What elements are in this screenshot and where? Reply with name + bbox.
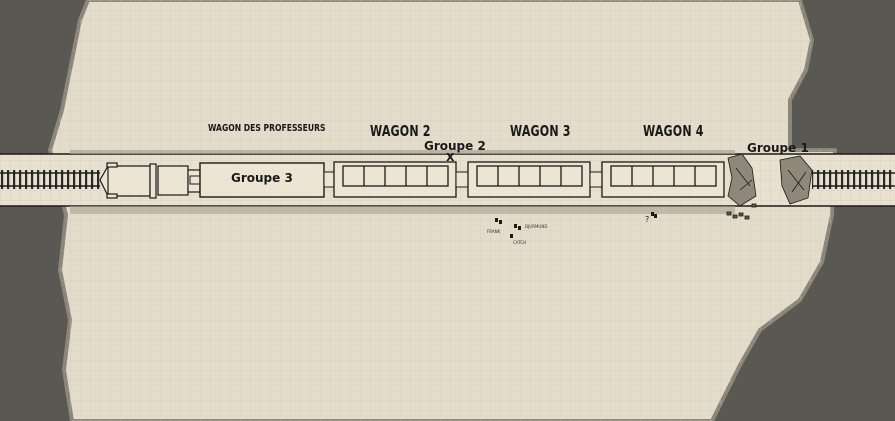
character-tokens[interactable] xyxy=(495,212,657,238)
rail-track-right xyxy=(812,170,895,189)
unknown-marker: ? xyxy=(645,215,650,224)
wagon-4[interactable] xyxy=(601,161,725,198)
rail-track-left xyxy=(0,170,100,189)
group-1-label: Groupe 1 xyxy=(747,141,809,155)
group-3-label: Groupe 3 xyxy=(231,171,293,185)
wagon-2[interactable] xyxy=(333,161,457,198)
wagon-4-label: WAGON 4 xyxy=(643,122,704,140)
token-label-a: FRANK xyxy=(487,229,501,234)
group-2-label: Groupe 2 xyxy=(424,139,486,153)
wagon-professeurs[interactable] xyxy=(199,162,335,198)
track-rubble xyxy=(726,153,813,220)
locomotive[interactable] xyxy=(99,162,201,199)
token-label-c: CATCH xyxy=(513,240,527,245)
wagon-professeurs-label: WAGON DES PROFESSEURS xyxy=(208,123,326,134)
wagon-2-label: WAGON 2 xyxy=(370,122,431,140)
wagon-3[interactable] xyxy=(467,161,591,198)
token-label-b: DJURMUND xyxy=(525,224,548,229)
wagon-3-label: WAGON 3 xyxy=(510,122,571,140)
group-2-marker[interactable]: X xyxy=(446,151,455,164)
